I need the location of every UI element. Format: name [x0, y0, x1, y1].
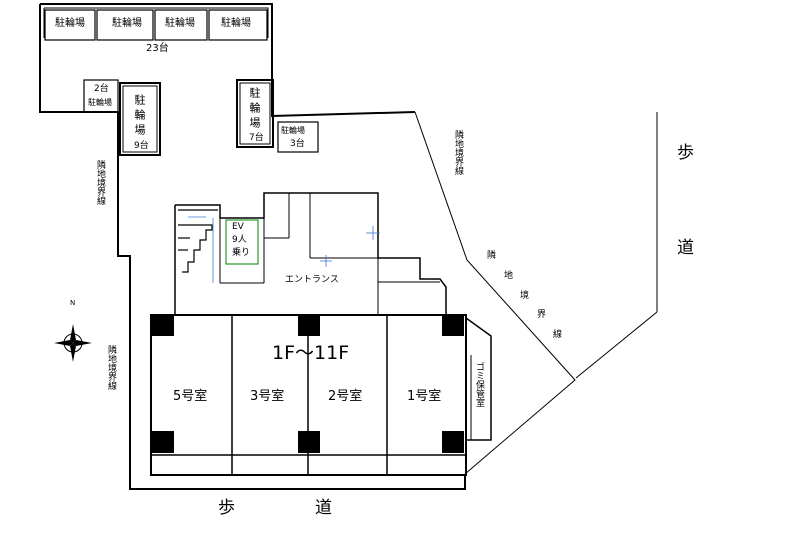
ev-label: EV	[232, 222, 244, 232]
room-label-2: 2号室	[328, 389, 363, 404]
boundary-char-4: 界	[537, 310, 547, 320]
entrance-label: エントランス	[285, 275, 339, 285]
boundary-char-5: 線	[553, 330, 563, 340]
parking-left-tall	[119, 82, 161, 156]
core-outline	[175, 192, 447, 315]
sidewalk-bottom-char-2: 道	[315, 498, 332, 518]
stall-label-3: 駐輪場	[165, 18, 195, 29]
boundary-char-2: 地	[504, 271, 514, 281]
small-label: 駐輪場	[88, 98, 112, 107]
ev-box	[225, 219, 259, 265]
side-capacity: 3台	[290, 139, 305, 149]
left-tall-capacity: 9台	[134, 141, 149, 151]
sidewalk-right-char-2: 道	[677, 238, 694, 258]
boundary-label-right: 隣地境界線	[453, 130, 463, 175]
sidewalk-right-char-1: 歩	[677, 143, 694, 163]
garbage-label: ゴミ保管室	[474, 362, 484, 407]
top-capacity: 23台	[146, 43, 169, 54]
ev-capacity: 9人	[232, 235, 247, 245]
left-boundary	[117, 145, 466, 490]
parking-stall-1	[44, 9, 96, 41]
parking-outline-inner	[43, 7, 269, 38]
parking-stall-4	[208, 9, 268, 41]
parking-right-tall	[236, 79, 274, 148]
boundary-label-left-upper: 隣地境界線	[95, 160, 105, 205]
pillar	[442, 431, 464, 453]
pillar	[152, 431, 174, 453]
stall-label-4: 駐輪場	[221, 18, 251, 29]
boundary-label-left-lower: 隣地境界線	[106, 345, 116, 390]
compass-north-label: N	[70, 299, 76, 307]
side-label: 駐輪場	[281, 126, 305, 135]
parking-stall-3	[154, 9, 208, 41]
right-tall-capacity: 7台	[249, 133, 264, 143]
pillar	[298, 316, 320, 336]
parking-small	[83, 79, 119, 113]
staircase	[178, 209, 218, 273]
boundary-char-1: 隣	[487, 251, 497, 261]
small-capacity: 2台	[94, 84, 109, 94]
ev-note: 乗り	[232, 248, 251, 258]
right-tall-label: 駐輪場	[248, 87, 261, 132]
sidewalk-bottom-char-1: 歩	[218, 498, 235, 518]
stall-label-2: 駐輪場	[112, 18, 142, 29]
pillar	[442, 316, 464, 336]
room-label-3: 3号室	[250, 389, 285, 404]
pillar	[152, 316, 174, 336]
room-label-5: 5号室	[173, 389, 208, 404]
left-tall-label: 駐輪場	[133, 94, 146, 139]
compass-icon	[54, 324, 92, 362]
floor-range: 1F～11F	[272, 342, 350, 364]
parking-outline	[39, 3, 416, 145]
boundary-char-3: 境	[520, 291, 530, 301]
room-label-1: 1号室	[407, 389, 442, 404]
stall-label-1: 駐輪場	[55, 18, 85, 29]
right-boundary	[414, 111, 576, 475]
pillar	[298, 431, 320, 453]
parking-stall-2	[96, 9, 154, 41]
parking-side	[277, 121, 319, 153]
garbage-room	[465, 317, 492, 441]
